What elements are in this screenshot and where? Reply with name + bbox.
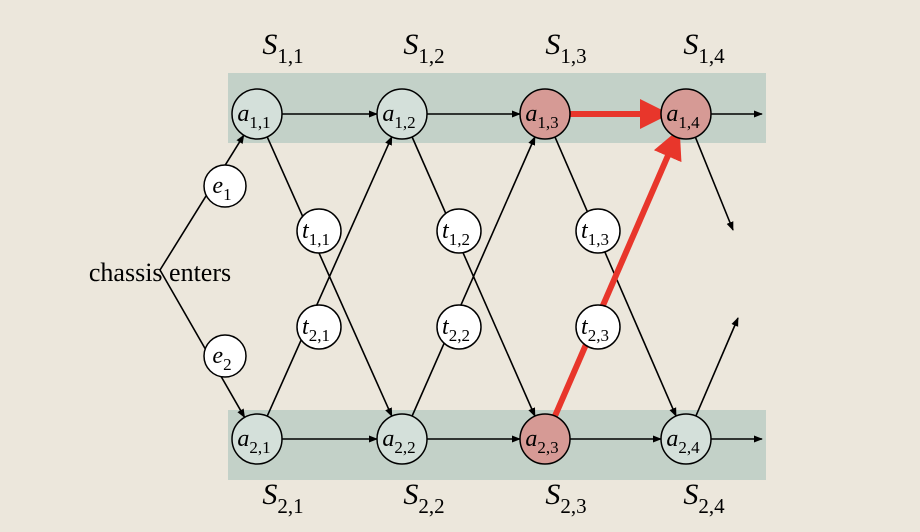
nodes-layer: a1,1 a1,2 a1,3 a1,4 a2,1 a2,2 a2,3 a2,4 e1 e2 t1,1… (203, 88, 712, 465)
node-a21-label: a2,1 (237, 426, 270, 457)
station-label-s1-2: S1,2 (403, 28, 444, 68)
node-a11-label: a1,1 (237, 101, 270, 132)
station-label-s1-4: S1,4 (683, 28, 725, 68)
edges-layer (159, 99, 763, 443)
node-t21: t2,1 (296, 304, 342, 350)
node-a22-circle (376, 413, 428, 465)
node-t11-circle (296, 208, 342, 254)
node-e1-label: e1 (212, 173, 231, 204)
node-t23-label: t2,3 (581, 314, 609, 345)
station-label-s2-4: S2,4 (683, 478, 725, 518)
edge-a24-to-exit-bottom (695, 317, 739, 417)
node-e2-circle (203, 334, 247, 378)
node-a24: a2,4 (660, 413, 712, 465)
station-label-s2-1: S2,1 (262, 478, 303, 518)
node-t11: t1,1 (296, 208, 342, 254)
node-a22: a2,2 (376, 413, 428, 465)
node-a11-circle (231, 88, 283, 140)
node-t23-circle (575, 304, 621, 350)
node-t13-circle (575, 208, 621, 254)
node-t13: t1,3 (575, 208, 621, 254)
station-label-s1-1: S1,1 (262, 28, 303, 68)
edge-a22-via-t22-to-a13 (411, 136, 536, 417)
node-t12-label: t1,2 (442, 218, 470, 249)
node-t22-label: t2,2 (442, 314, 470, 345)
node-e1: e1 (203, 164, 247, 208)
node-a23: a2,3 (519, 413, 571, 465)
station-label-s1-3: S1,3 (545, 28, 586, 68)
entry-label: chassis enters (89, 258, 231, 287)
node-t21-label: t2,1 (302, 314, 330, 345)
node-t23: t2,3 (575, 304, 621, 350)
node-a12: a1,2 (376, 88, 428, 140)
labels-layer: S1,1 S1,2 S1,3 S1,4S2,1 S2,2 S2,3 S2,4 chassis … (89, 28, 725, 518)
node-t22: t2,2 (436, 304, 482, 350)
node-a24-label: a2,4 (666, 426, 700, 457)
node-a14-label: a1,4 (666, 101, 700, 132)
node-t22-circle (436, 304, 482, 350)
node-t11-label: t1,1 (302, 218, 330, 249)
edge-a23-via-t23-to-a14-highlighted (552, 128, 682, 418)
node-a23-circle (519, 413, 571, 465)
edge-a21-via-t21-to-a12 (266, 136, 393, 417)
node-t12: t1,2 (436, 208, 482, 254)
node-a21-circle (231, 413, 283, 465)
node-t13-label: t1,3 (581, 218, 609, 249)
node-a13-label: a1,3 (525, 101, 558, 132)
edge-entry-via-e1-to-a11 (159, 134, 245, 271)
node-t21-circle (296, 304, 342, 350)
node-a21: a2,1 (231, 413, 283, 465)
node-a11: a1,1 (231, 88, 283, 140)
node-a13-circle (519, 88, 571, 140)
node-e1-circle (203, 164, 247, 208)
station-label-s2-2: S2,2 (403, 478, 444, 518)
node-a12-label: a1,2 (382, 101, 415, 132)
edge-a14-to-exit-top (694, 136, 734, 231)
station-label-s2-3: S2,3 (545, 478, 586, 518)
node-t12-circle (436, 208, 482, 254)
node-a14: a1,4 (660, 88, 712, 140)
node-a22-label: a2,2 (382, 426, 415, 457)
node-a14-circle (660, 88, 712, 140)
edge-entry-via-e2-to-a21 (159, 269, 246, 419)
node-e2: e2 (203, 334, 247, 378)
node-a24-circle (660, 413, 712, 465)
node-a23-label: a2,3 (525, 426, 558, 457)
node-e2-label: e2 (212, 343, 231, 374)
node-a13: a1,3 (519, 88, 571, 140)
node-a12-circle (376, 88, 428, 140)
